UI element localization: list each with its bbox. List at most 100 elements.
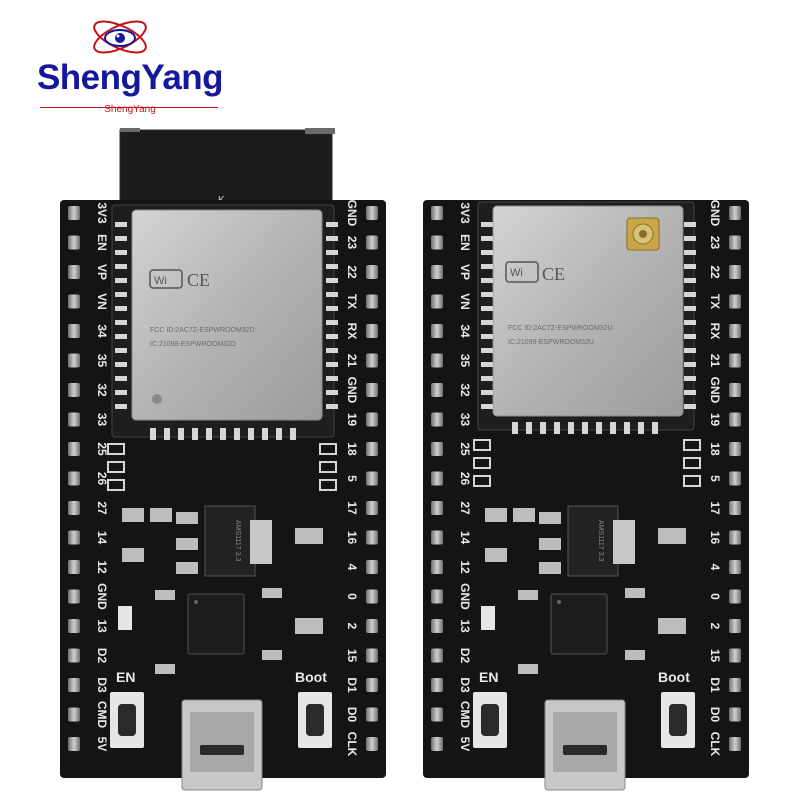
header-pin [366,707,378,722]
board-right: Wi CE FCC ID:2AC7Z-ESPWROOM32U IC:21098-… [423,200,749,791]
pin-label: 23 [345,236,359,250]
pin-label: 0 [345,593,359,600]
pin-label: 19 [708,413,722,427]
en-button[interactable] [110,692,144,748]
svg-text:Wi: Wi [510,267,523,279]
header-pin [431,530,443,545]
en-button[interactable] [473,692,507,748]
header-pin [431,737,443,751]
header-pin [366,589,378,604]
pin-label: 15 [345,649,359,663]
pin-label: 34 [95,324,109,338]
pin-label: D3 [95,677,109,693]
power-led [481,606,495,630]
pin-label: TX [708,294,722,309]
header-pin [729,619,741,633]
micro-usb-port[interactable] [544,699,626,791]
pin-label: 18 [708,442,722,456]
shield-can [131,209,323,421]
pin-label: 35 [458,354,472,368]
header-pin [68,619,80,633]
header-pin [366,648,378,663]
pin-label: CLK [345,732,359,757]
pin-label: 13 [458,619,472,633]
pin-label: D1 [708,677,722,693]
en-label: EN [479,669,498,685]
pin-label: 5V [95,737,109,752]
header-pin [366,324,378,338]
header-pin [366,678,378,692]
header-pin [68,471,80,486]
pin-label: 5 [708,475,722,482]
header-pin [68,560,80,574]
pin-label: 27 [95,501,109,515]
header-pin [366,530,378,545]
header-pin [68,589,80,604]
pin-label: 32 [458,383,472,397]
header-pin [366,206,378,220]
pin-label: 4 [708,564,722,571]
pin-label: CLK [708,732,722,757]
voltage-regulator [567,505,619,577]
header-pin [68,353,80,368]
pin-label: 2 [708,623,722,630]
header-pin [68,737,80,751]
header-pin [729,560,741,574]
header-pin [729,501,741,515]
header-pin [431,589,443,604]
micro-usb-port[interactable] [181,699,263,791]
pin-label: 19 [345,413,359,427]
pin-label: 3V3 [458,202,472,224]
header-pin [68,707,80,722]
header-pin [431,648,443,663]
svg-text:CE: CE [542,264,565,284]
pin-label: 21 [345,354,359,368]
boot-button[interactable] [298,692,332,748]
header-pin [68,235,80,250]
pin-label: 3V3 [95,202,109,224]
header-pin [431,678,443,692]
header-pin [366,383,378,397]
header-pin [366,619,378,633]
header-pin [431,501,443,515]
pin-label: RX [345,323,359,340]
pin-label: EN [95,234,109,251]
header-pin [431,442,443,456]
pin-label: 16 [708,531,722,545]
header-pin [729,737,741,751]
boot-button[interactable] [661,692,695,748]
ipex-antenna-connector[interactable] [626,217,660,251]
svg-text:Wi: Wi [154,275,167,287]
header-pin [431,265,443,279]
pin-label: RX [708,323,722,340]
header-pin [431,707,443,722]
pin-label: D3 [458,677,472,693]
pin-label: 18 [345,442,359,456]
header-pin [366,265,378,279]
header-pin [729,294,741,309]
header-pin [68,324,80,338]
header-pin [729,235,741,250]
header-pin [68,442,80,456]
regulator-text: AMS1117 3.3 [234,520,241,561]
pin-label: 12 [458,560,472,574]
pin-label: CMD [95,701,109,729]
pin-label: 14 [95,531,109,545]
pin-label: 35 [95,354,109,368]
power-led [118,606,132,630]
brand-logo [93,20,147,54]
brand-name: ShengYang [36,58,224,97]
pin-label: GND [345,200,359,227]
boot-label: Boot [295,669,327,685]
header-pin [729,265,741,279]
header-pin [729,206,741,220]
pin-label: VN [458,293,472,310]
header-pin [431,471,443,486]
module-fcc-text: FCC ID:2AC7Z-ESPWROOM32U [508,325,613,332]
pin-label: D2 [95,648,109,664]
header-pin [366,412,378,427]
header-pin [729,530,741,545]
pin-label: 33 [95,413,109,427]
header-pin [68,265,80,279]
